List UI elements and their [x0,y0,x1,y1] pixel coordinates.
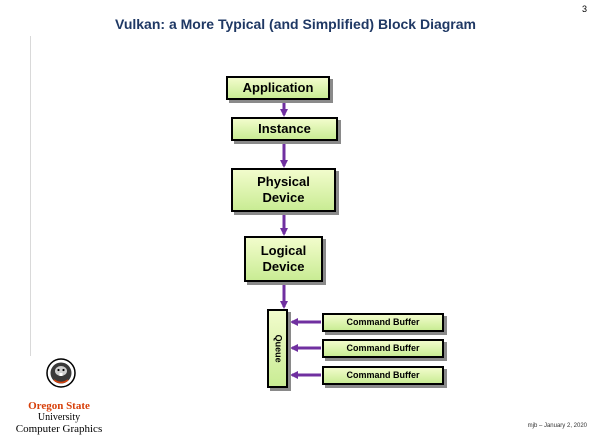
physical-device-box: Physical Device [231,168,336,212]
slide-footer: mjb – January 2, 2020 [527,423,587,429]
command-buffer-box: Command Buffer [322,313,444,332]
slide-number: 3 [581,4,587,14]
application-box: Application [226,76,330,100]
osu-beaver-logo-icon [46,358,76,388]
osu-wordmark: Oregon State University Computer Graphic… [0,400,118,435]
osu-wordmark-line2: University [37,412,81,423]
osu-wordmark-line1: Oregon State [28,400,90,412]
osu-wordmark-line3: Computer Graphics [15,423,103,435]
queue-label: Queue [273,334,284,363]
logical-device-box: Logical Device [244,236,323,282]
slide-title: Vulkan: a More Typical (and Simplified) … [115,16,476,32]
command-buffer-box: Command Buffer [322,366,444,385]
slide-header [0,0,591,44]
command-buffer-box: Command Buffer [322,339,444,358]
left-divider [30,36,31,356]
queue-box: Queue [267,309,288,388]
instance-box: Instance [231,117,338,141]
